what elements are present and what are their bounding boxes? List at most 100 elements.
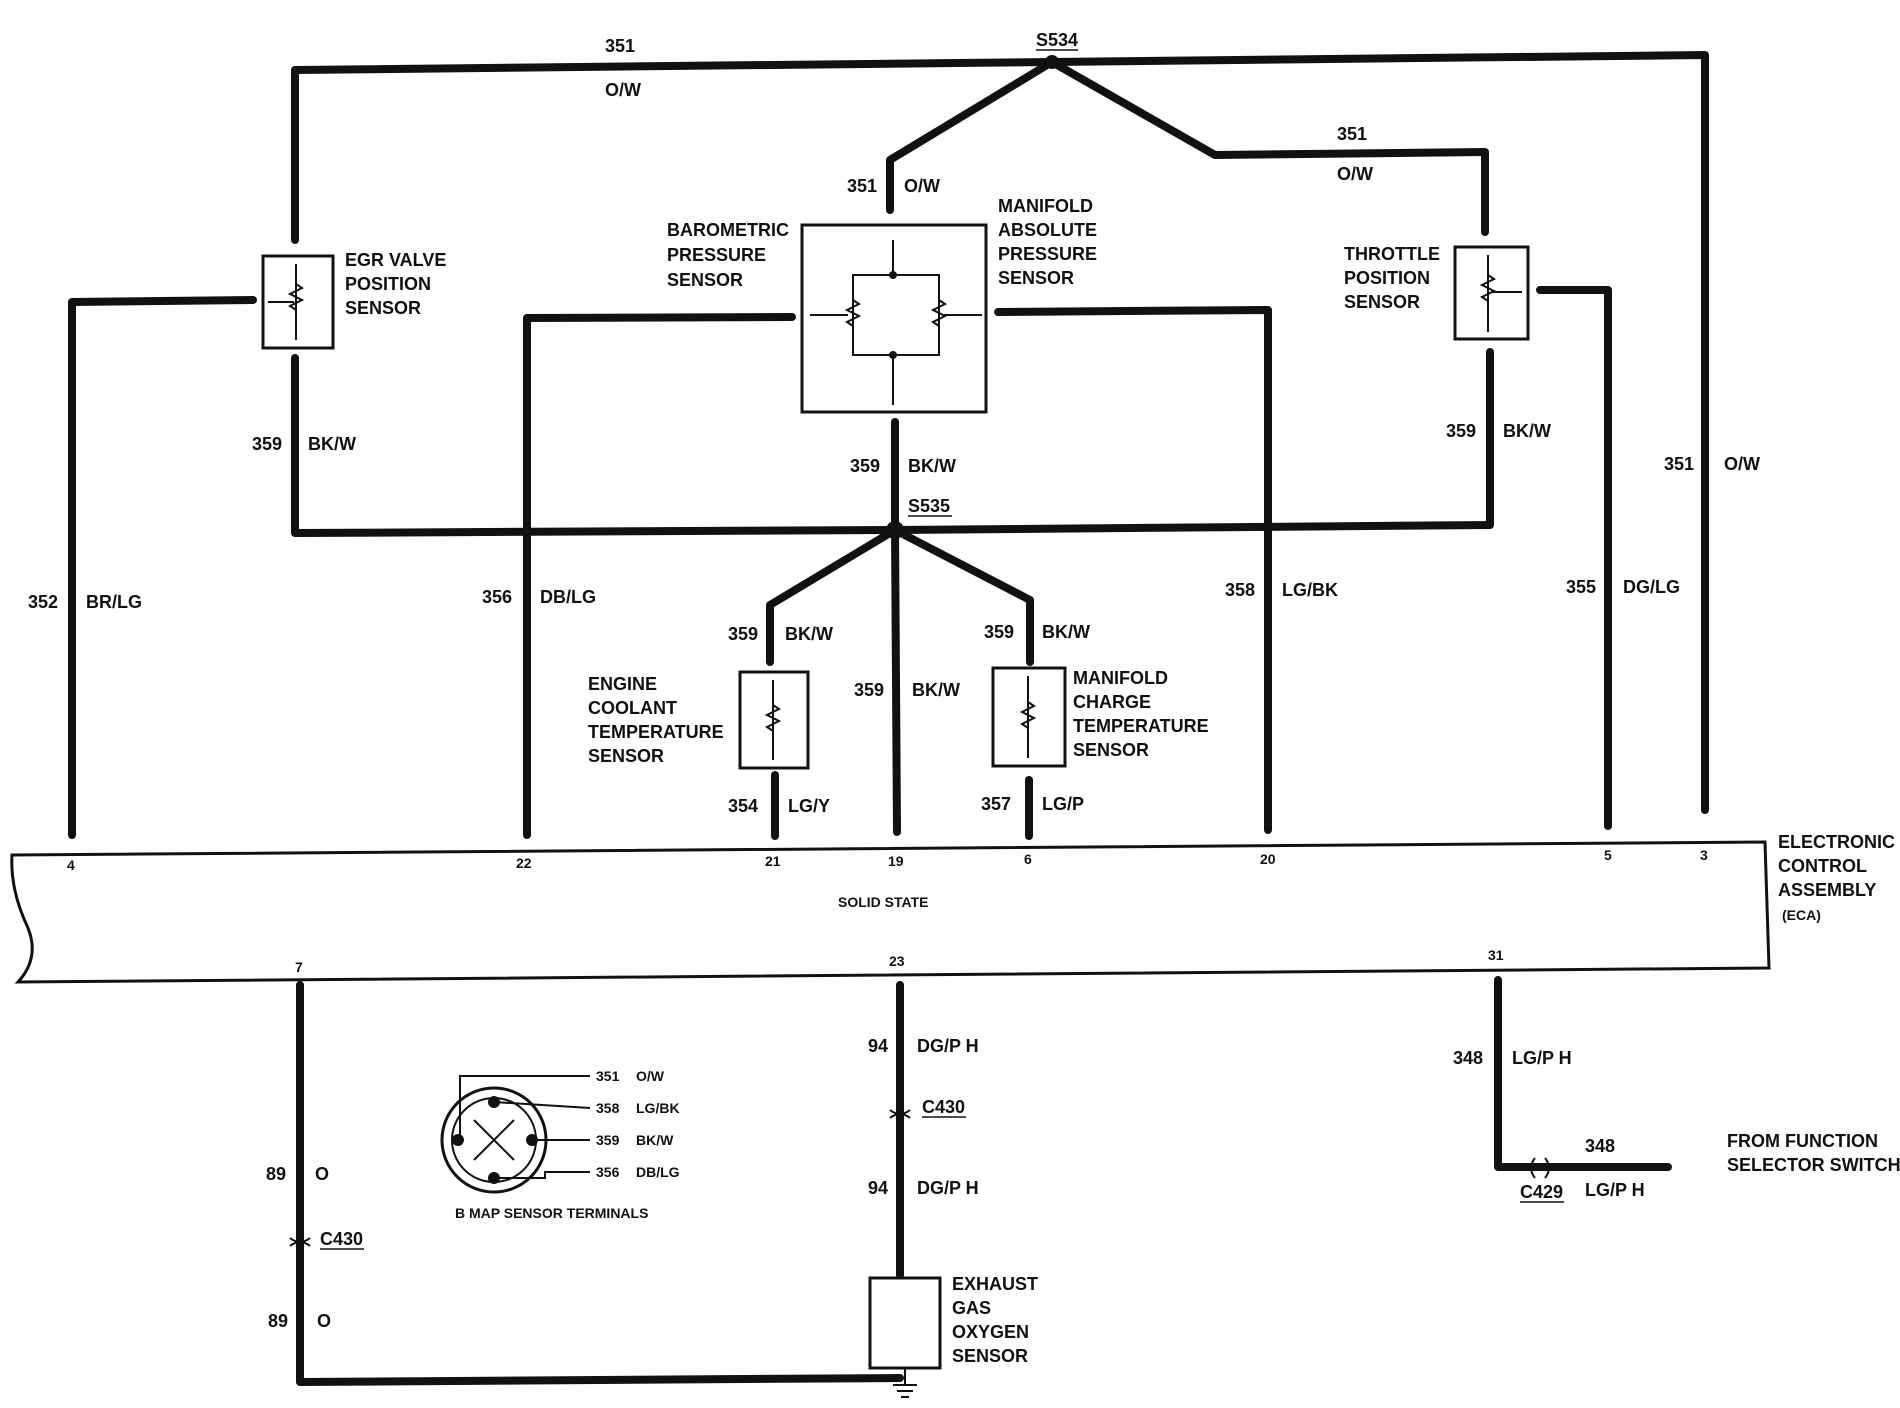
inset-caption: B MAP SENSOR TERMINALS <box>455 1205 648 1221</box>
external-label-2: SELECTOR SWITCH <box>1727 1155 1900 1175</box>
map-leader-351 <box>459 1075 590 1140</box>
map-leader-358 <box>493 1101 591 1109</box>
egr-sensor-label-3: SENSOR <box>345 298 421 318</box>
wire-89b-color: O <box>317 1311 331 1331</box>
splices <box>886 55 1059 539</box>
inset-358-color: LG/BK <box>636 1100 680 1116</box>
eca-body <box>10 840 1771 984</box>
ect-sensor-label-1: ENGINE <box>588 674 657 694</box>
tps-resistor-zigzag <box>1479 274 1497 302</box>
wire-359-mct-color: BK/W <box>1042 622 1090 642</box>
eca-label-2: CONTROL <box>1778 856 1867 876</box>
inset-351-num: 351 <box>596 1068 620 1084</box>
wire-358-color: LG/BK <box>1282 580 1338 600</box>
wire-359-mct <box>891 526 1034 666</box>
inset-359-color: BK/W <box>636 1132 674 1148</box>
wire-359-eca-color: BK/W <box>912 680 960 700</box>
wire-356-color: DB/LG <box>540 587 596 607</box>
wire-351-top-left <box>291 58 1056 244</box>
eca-assembly <box>10 840 1771 984</box>
wire-352 <box>68 296 257 839</box>
tps-sensor-label-2: POSITION <box>1344 268 1430 288</box>
wire-348b-num: 348 <box>1585 1136 1615 1156</box>
inset-356-color: DB/LG <box>636 1164 680 1180</box>
eca-pin-31: 31 <box>1488 947 1504 963</box>
eca-pin-19: 19 <box>888 853 904 869</box>
wire-94a-num: 94 <box>868 1036 888 1056</box>
baro-resistor-zigzag <box>844 299 862 327</box>
wire-351-right-num: 351 <box>1664 454 1694 474</box>
connector-c429-label: C429 <box>1520 1182 1563 1202</box>
eca-label-3: ASSEMBLY <box>1778 880 1876 900</box>
c430-top-mark <box>889 1109 911 1119</box>
wire-351-top-num: 351 <box>605 36 635 56</box>
eca-pin-22: 22 <box>516 855 532 871</box>
wire-94a-color: DG/P H <box>917 1036 979 1056</box>
wire-351-right-color: O/W <box>1724 454 1760 474</box>
baro-sensor-label-3: SENSOR <box>667 270 743 290</box>
wires <box>68 51 1709 1386</box>
wire-355-color: DG/LG <box>1623 577 1680 597</box>
map-baro-top-node <box>889 271 897 279</box>
map-sensor-label-2: ABSOLUTE <box>998 220 1097 240</box>
wire-351-tps-num: 351 <box>1337 124 1367 144</box>
wire-357-num: 357 <box>981 794 1011 814</box>
external-label-1: FROM FUNCTION <box>1727 1131 1878 1151</box>
ect-resistor-zigzag <box>764 704 782 732</box>
wire-351-top-right <box>1048 51 1709 814</box>
wire-355 <box>1536 286 1612 830</box>
wire-354-color: LG/Y <box>788 796 830 816</box>
splice-s535-label: S535 <box>908 496 950 516</box>
wire-94b-color: DG/P H <box>917 1178 979 1198</box>
tps-sensor-label-3: SENSOR <box>1344 292 1420 312</box>
wire-348a-color: LG/P H <box>1512 1048 1572 1068</box>
wire-356 <box>523 313 796 839</box>
splice-s535-dot <box>886 521 904 539</box>
wire-351-to-tps <box>1048 58 1489 236</box>
mct-sensor-label-4: SENSOR <box>1073 740 1149 760</box>
wire-348 <box>1494 976 1672 1171</box>
inset-359-num: 359 <box>596 1132 620 1148</box>
wire-356-num: 356 <box>482 587 512 607</box>
wire-351-top-color: O/W <box>605 80 641 100</box>
wire-352-color: BR/LG <box>86 592 142 612</box>
mct-sensor-label-3: TEMPERATURE <box>1073 716 1209 736</box>
wire-94b-num: 94 <box>868 1178 888 1198</box>
wire-359-tps-num: 359 <box>1446 421 1476 441</box>
wire-359-egr <box>291 354 899 537</box>
egr-sensor-label-2: POSITION <box>345 274 431 294</box>
wire-89a-num: 89 <box>266 1164 286 1184</box>
map-sensor-label-4: SENSOR <box>998 268 1074 288</box>
eca-pin-4: 4 <box>67 857 75 873</box>
baro-sensor-label-1: BAROMETRIC <box>667 220 789 240</box>
wire-359-ect-color: BK/W <box>785 624 833 644</box>
ect-sensor-label-4: SENSOR <box>588 746 664 766</box>
baro-sensor-label-2: PRESSURE <box>667 245 766 265</box>
eca-pin-7: 7 <box>295 959 303 975</box>
mct-sensor-label-2: CHARGE <box>1073 692 1151 712</box>
eca-pin-20: 20 <box>1260 851 1276 867</box>
wire-359-tps-color: BK/W <box>1503 421 1551 441</box>
connector-marks <box>289 1109 1550 1247</box>
eca-pin-21: 21 <box>765 853 781 869</box>
eca-body-label: SOLID STATE <box>838 894 928 910</box>
wire-354-num: 354 <box>728 796 758 816</box>
map-sensor-label-3: PRESSURE <box>998 244 1097 264</box>
c429-mark <box>1530 1157 1550 1179</box>
eca-pin-3: 3 <box>1700 847 1708 863</box>
connector-c430-top-label: C430 <box>922 1097 965 1117</box>
wire-359-ect-num: 359 <box>728 624 758 644</box>
c430-left-mark <box>289 1237 311 1247</box>
ego-sensor-label-3: OXYGEN <box>952 1322 1029 1342</box>
wire-359-tps <box>891 348 1494 534</box>
wire-351-map-num: 351 <box>847 176 877 196</box>
eca-pin-23: 23 <box>889 953 905 969</box>
wire-355-num: 355 <box>1566 577 1596 597</box>
tps-sensor-label-1: THROTTLE <box>1344 244 1440 264</box>
labels: S534 S535 C430 C430 C429 EGR VALVE POSIT… <box>28 30 1900 1366</box>
wire-348a-num: 348 <box>1453 1048 1483 1068</box>
wire-359-egr-color: BK/W <box>308 434 356 454</box>
ego-sensor-label-4: SENSOR <box>952 1346 1028 1366</box>
wire-359-egr-num: 359 <box>252 434 282 454</box>
